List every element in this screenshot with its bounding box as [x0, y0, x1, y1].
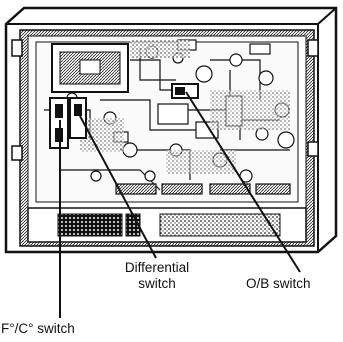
differential-switch-part [69, 97, 87, 139]
circuit-board [35, 39, 299, 203]
differential-switch-leader [79, 115, 157, 259]
terminal-strip [27, 207, 307, 243]
ob-switch-label: O/B switch [246, 276, 311, 291]
differential-switch-label-line2: switch [138, 276, 176, 291]
differential-switch-label-line1: Differential [124, 260, 190, 275]
ob-switch-leader [185, 91, 301, 273]
differential-switch-label: Differential switch [118, 260, 196, 292]
ob-switch-part [171, 83, 199, 99]
fc-switch-label: F°/C° switch [1, 321, 75, 336]
mounting-tabs [11, 39, 319, 161]
